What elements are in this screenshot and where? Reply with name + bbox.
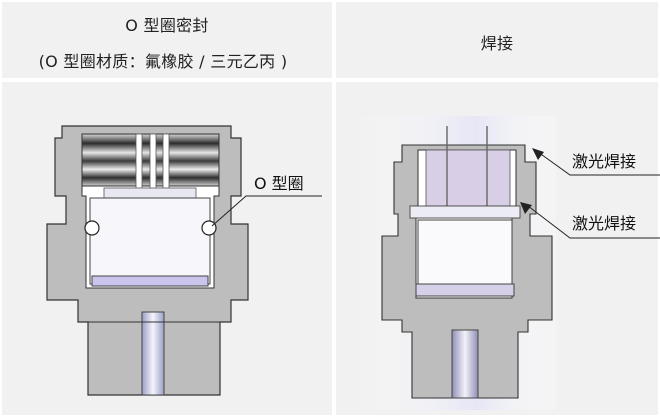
header-cell-oring: O 型圈密封 (O 型圈材质：氟橡胶 / 三元乙丙 ): [2, 2, 332, 78]
welded-bore: [451, 329, 479, 399]
welded-arrow-1: [532, 148, 544, 160]
weld-callout-label-2: 激光焊接: [572, 214, 637, 233]
welded-diaphragm: [415, 283, 515, 297]
header-cell-welding: 焊接: [336, 2, 658, 78]
oring-leader-line: [211, 195, 322, 227]
oring-ring-left: [84, 220, 100, 236]
oring-bore: [141, 311, 165, 396]
welded-arrow-2: [520, 202, 532, 214]
header-welding-title: 焊接: [480, 34, 514, 53]
weld-callout-label-1: 激光焊接: [572, 152, 637, 171]
oring-callout-label: O 型圈: [254, 174, 304, 193]
welded-leader-2: [527, 205, 660, 239]
welded-leader-1: [537, 151, 660, 176]
header-oring-subtitle: (O 型圈材质：氟橡胶 / 三元乙丙 ): [38, 52, 288, 71]
welded-inner-lip: [409, 205, 521, 219]
oring-diaphragm: [91, 275, 209, 287]
oring-inner-shell: [89, 197, 211, 285]
oring-ring-right: [201, 220, 217, 236]
welded-inner-shell: [417, 219, 513, 297]
welded-upper-chamber: [425, 149, 511, 207]
header-oring-title: O 型圈密封: [125, 16, 209, 35]
